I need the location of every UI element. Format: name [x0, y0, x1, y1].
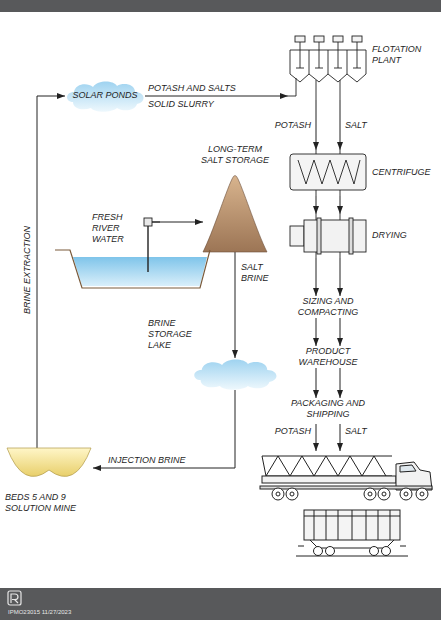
product-label: POTASH: [261, 426, 311, 437]
product-label: SALT: [345, 426, 385, 437]
railcar-illustration: [296, 510, 408, 556]
node-label: PACKAGING AND SHIPPING: [285, 398, 371, 420]
process-node: SIZING AND COMPACTING: [292, 296, 364, 318]
flow-label: SALT: [345, 120, 385, 131]
truck-illustration: [260, 456, 432, 500]
flow-arrow: [93, 390, 235, 468]
solution-mine: [7, 448, 91, 476]
node-label: SOLAR PONDS: [65, 90, 145, 101]
rotary-dryer: [290, 214, 366, 258]
node-shape: [203, 172, 267, 252]
process-node: FRESH RIVER WATER: [60, 212, 160, 290]
process-node: PACKAGING AND SHIPPING: [285, 398, 371, 420]
top-bar: [0, 0, 441, 12]
flow-arrow: [235, 252, 236, 358]
process-node: CENTRIFUGE: [288, 150, 368, 196]
flow-label: POTASH AND SALTS SOLID SLURRY: [148, 80, 248, 112]
node-label: DRYING: [372, 230, 436, 241]
flow-arrow: [316, 100, 317, 150]
flow-arrow: [340, 100, 341, 150]
flow-arrow: [316, 258, 317, 296]
process-node: BEDS 5 AND 9 SOLUTION MINE: [5, 448, 93, 488]
flow-arrow: [340, 258, 341, 296]
process-node: PRODUCT WAREHOUSE: [292, 346, 364, 368]
node-label: FLOTATION PLANT: [372, 44, 436, 66]
node-label: PRODUCT WAREHOUSE: [292, 346, 364, 368]
flow-label: INJECTION BRINE: [108, 455, 186, 466]
node-label: LONG-TERM SALT STORAGE: [198, 144, 272, 166]
node-shape: [192, 358, 278, 390]
process-node: DRYING: [288, 214, 368, 258]
document-id: IPMO23015 11/27/2023: [8, 608, 71, 616]
river-basin: [55, 218, 210, 288]
process-node: FLOTATION PLANT: [288, 36, 368, 100]
logo: [8, 591, 21, 605]
flow-label: SALT BRINE: [241, 262, 277, 284]
salt-pile: [203, 176, 267, 253]
node-shape: [288, 150, 368, 196]
flow-arrow: [316, 368, 317, 398]
flow-arrow: [160, 222, 203, 223]
centrifuge-drawing: [290, 150, 366, 196]
node-shape: [5, 448, 93, 488]
flow-arrow: [340, 196, 341, 214]
node-label: BRINE STORAGE LAKE: [148, 318, 198, 351]
node-label: CENTRIFUGE: [372, 167, 436, 178]
process-node: BRINE STORAGE LAKE: [192, 358, 278, 390]
flow-arrow: [145, 96, 288, 97]
pond-cloud: [194, 360, 276, 390]
node-shape: [288, 214, 368, 258]
flow-arrow: [316, 196, 317, 214]
flow-arrow: [340, 318, 341, 346]
flow-arrow: [37, 96, 65, 448]
footer-bar: [0, 588, 441, 620]
node-label: BEDS 5 AND 9 SOLUTION MINE: [5, 492, 91, 514]
flotation-cells: [288, 36, 366, 100]
flow-label: BRINE EXTRACTION: [22, 226, 33, 314]
shipping-arrows: [316, 424, 340, 451]
node-label: SIZING AND COMPACTING: [292, 296, 364, 318]
node-shape: [288, 36, 368, 100]
node-label: FRESH RIVER WATER: [92, 212, 136, 245]
flow-arrow: [316, 318, 317, 346]
process-node: SOLAR PONDS: [65, 80, 145, 112]
process-node: LONG-TERM SALT STORAGE: [203, 172, 267, 252]
flow-arrow: [340, 368, 341, 398]
flow-label: POTASH: [261, 120, 311, 131]
